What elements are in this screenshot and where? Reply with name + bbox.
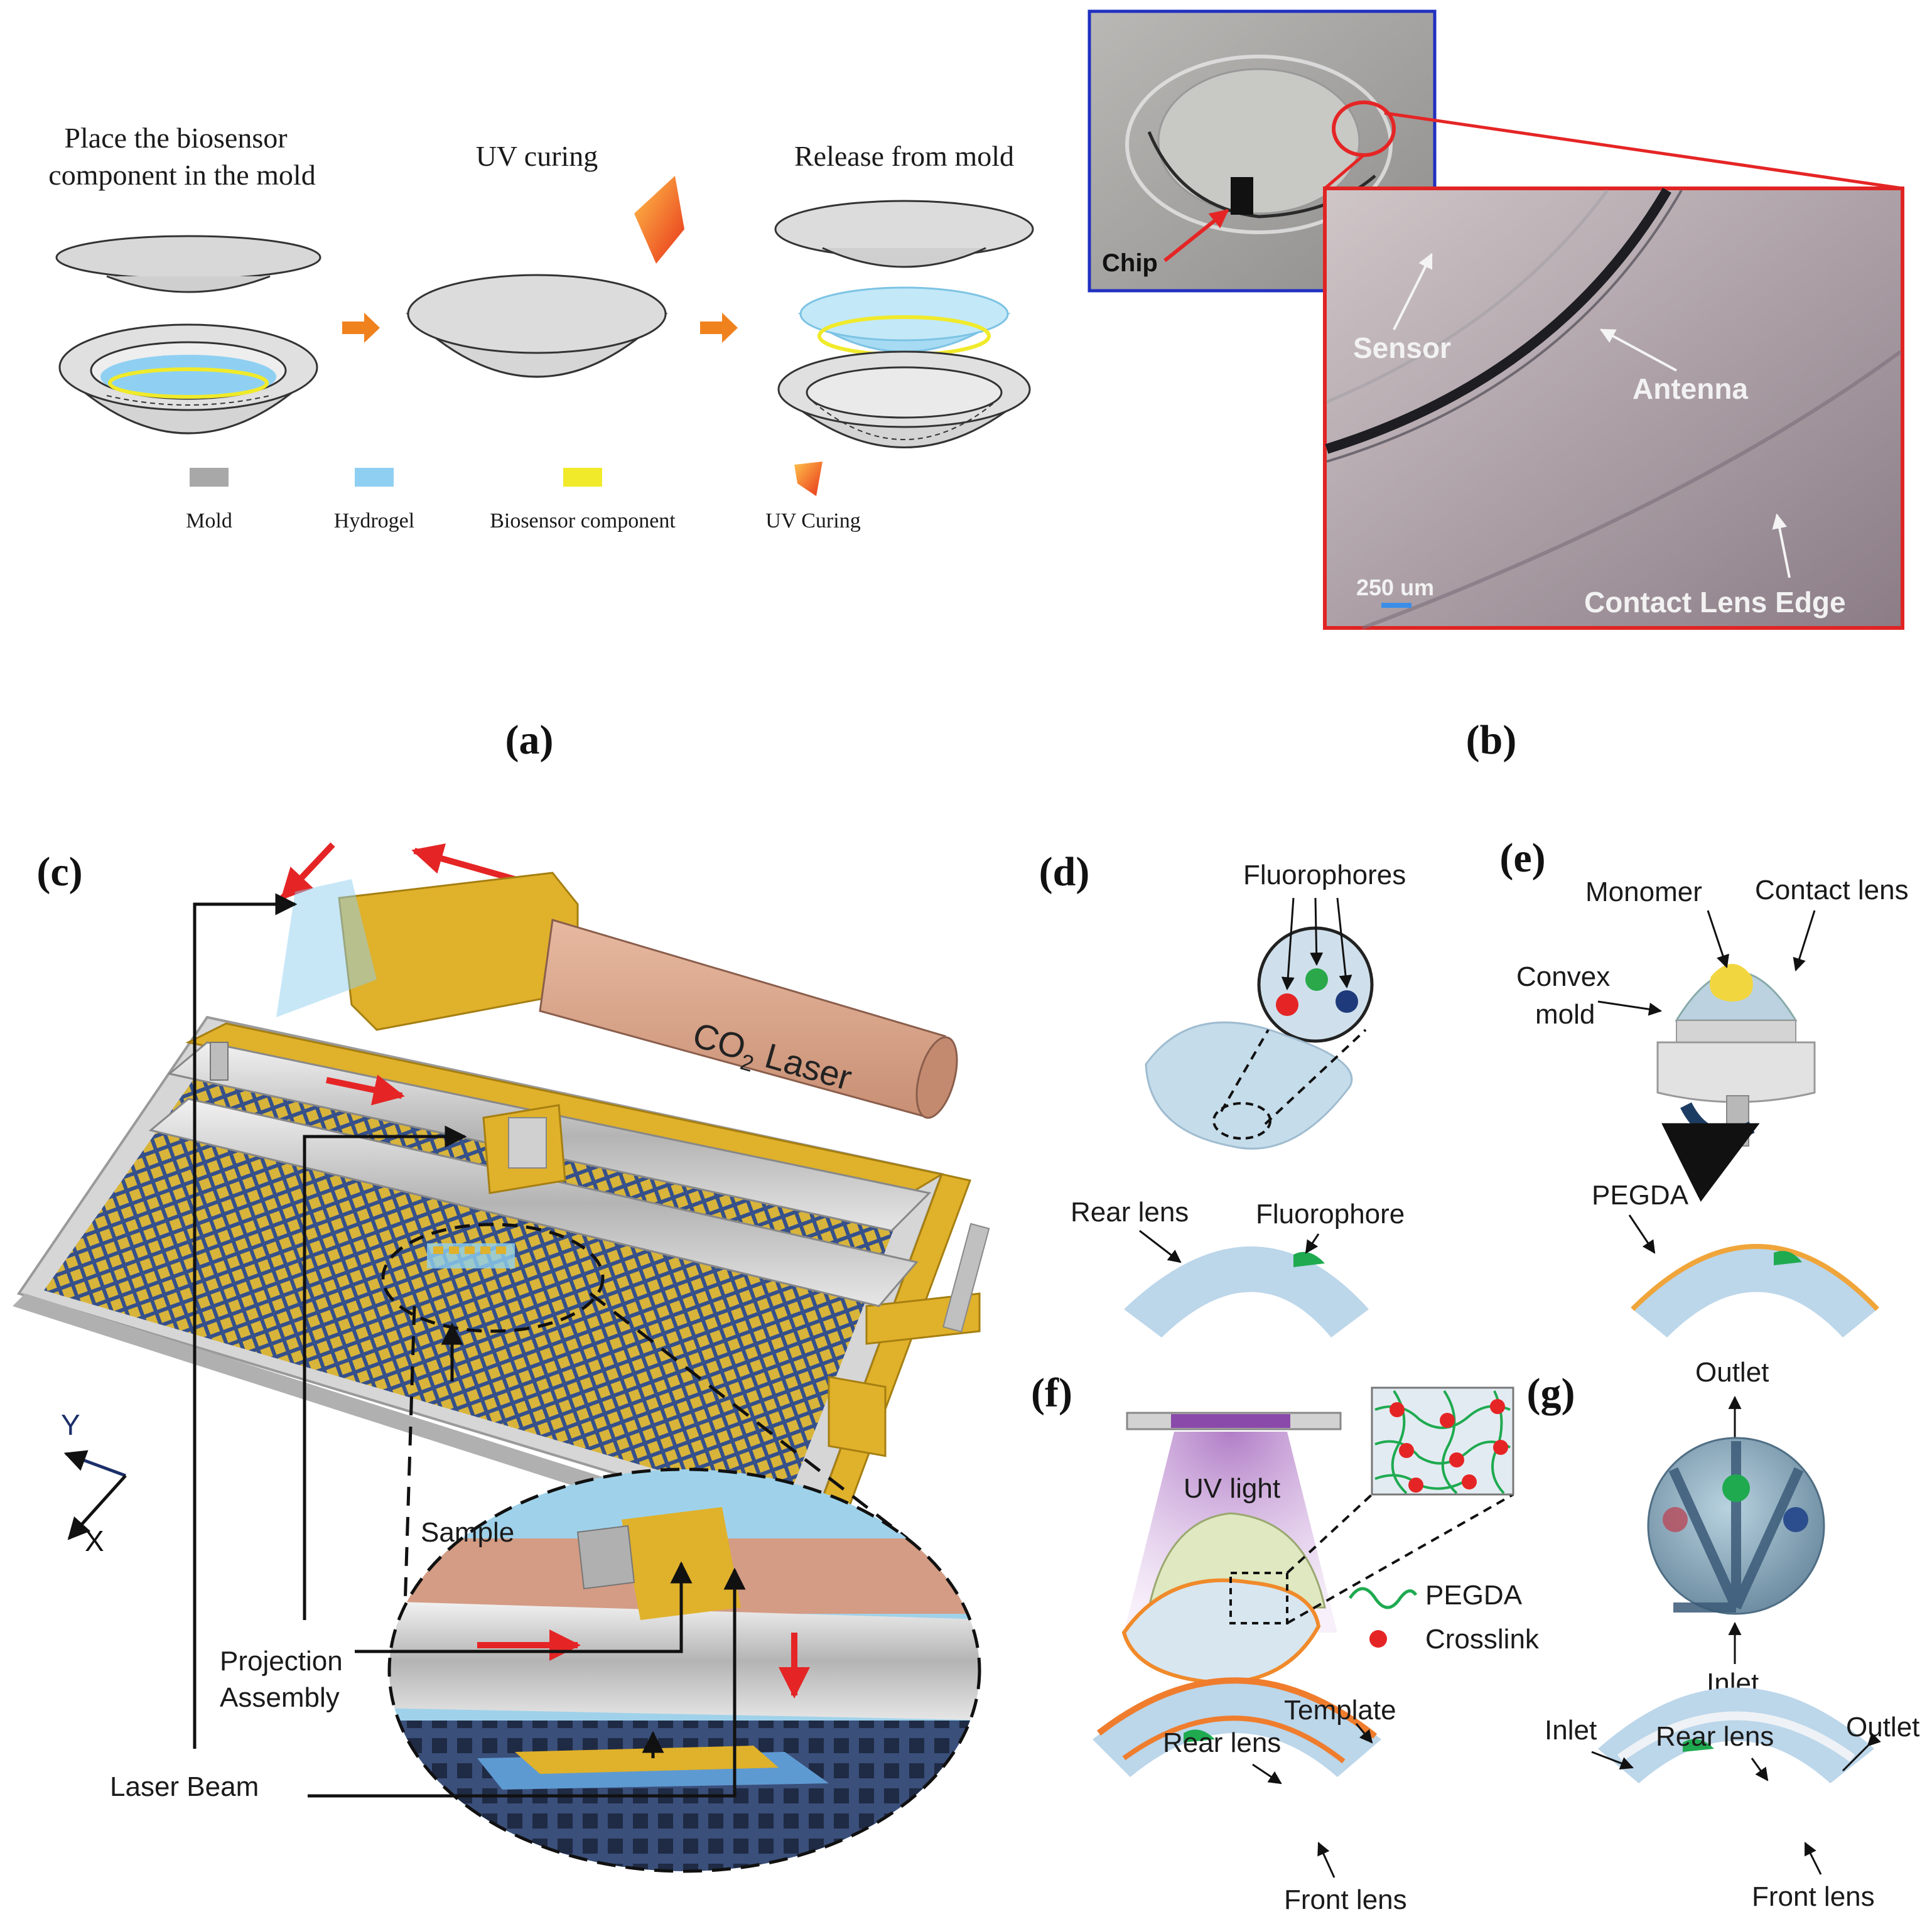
microfluidic-cross-section [1598, 1687, 1874, 1783]
panel-e: (e) Monomer Contact lens Convex mold PEG… [1499, 835, 1909, 1337]
panel-g-caption: (g) [1527, 1370, 1575, 1416]
panel-c-caption: (c) [36, 849, 82, 895]
lens-3d [1145, 1021, 1353, 1150]
mold-top-3 [774, 200, 1034, 268]
sample-label: Sample [421, 1517, 514, 1548]
antenna-label: Antenna [1632, 372, 1748, 405]
legend-uv-swatch [794, 462, 823, 496]
rotation-arrow-icon [1661, 1102, 1760, 1202]
co2-laser-tube: CO2 Laser [539, 919, 958, 1119]
fluorophores-label: Fluorophores [1243, 860, 1406, 890]
convex-mold [1656, 1041, 1816, 1103]
panel-c: (c) CO2 Laser [13, 842, 990, 1873]
motion-arrow-3 [325, 1074, 405, 1106]
panel-f: (f) UV light PEGDA Crosslink [1031, 1370, 1540, 1915]
legend-mold-swatch [190, 468, 229, 487]
legend-biosensor-label: Biosensor component [490, 509, 676, 532]
mold-bottom-3 [777, 350, 1031, 448]
chip-square [1231, 177, 1253, 215]
laser-beam-label: Laser Beam [110, 1771, 259, 1802]
pegda-legend-icon [1348, 1587, 1418, 1609]
panel-b: Chip Sensor Antenna 250 um Contact Lens … [1087, 9, 1904, 763]
scale-bar [1381, 603, 1411, 608]
rear-lens-label-g: Rear lens [1656, 1721, 1774, 1752]
convex-label-2: mold [1535, 999, 1595, 1030]
step1-title-line2: component in the mold [48, 159, 315, 191]
panel-d-caption: (d) [1039, 849, 1090, 895]
front-lens-label-g: Front lens [1752, 1881, 1875, 1912]
biosensor-ring [108, 367, 269, 399]
sensor-label: Sensor [1353, 332, 1451, 364]
panel-a: Place the biosensor component in the mol… [48, 122, 1034, 763]
pegda-label-e: PEGDA [1592, 1180, 1689, 1211]
outlet-label: Outlet [1846, 1712, 1919, 1743]
axes-icon: Y X [61, 1408, 127, 1557]
axis-y-label: Y [61, 1408, 80, 1441]
contact-lens-label: Contact lens [1755, 875, 1909, 905]
scale-label: 250 um [1356, 575, 1434, 600]
front-lens-label-f: Front lens [1284, 1884, 1407, 1915]
motion-arrow-1 [280, 842, 335, 900]
fluorophore-label-d: Fluorophore [1256, 1199, 1405, 1229]
lens-edge-label: Contact Lens Edge [1584, 586, 1846, 619]
panel-f-caption: (f) [1031, 1370, 1072, 1416]
legend-biosensor-swatch [563, 468, 602, 487]
arrow-orange-1 [342, 313, 380, 343]
panel-a-caption: (a) [505, 717, 554, 763]
zoom-inset [389, 1469, 979, 1871]
template-lens-3d [1121, 1578, 1321, 1685]
laser-beam-glow [276, 879, 377, 1017]
monomer-blob [1710, 964, 1753, 1002]
legend-hydrogel-label: Hydrogel [334, 509, 414, 532]
mold-top-1 [55, 235, 321, 293]
panel-b-caption: (b) [1466, 717, 1517, 763]
arrow-orange-2 [700, 313, 738, 343]
pegda-lens-cross-section [1632, 1246, 1877, 1337]
mold-bottom-1 [58, 323, 318, 435]
step2-title: UV curing [476, 140, 598, 172]
step3-title: Release from mold [794, 140, 1014, 172]
released-lens [797, 286, 1011, 357]
legend-hydrogel-swatch [355, 468, 394, 487]
rear-lens-label-d: Rear lens [1071, 1197, 1189, 1228]
gantry-rail-front [148, 1098, 919, 1307]
panel-d: (d) Fluorophores Rear lens Fluorophore [1039, 849, 1406, 1337]
inlet-label: Inlet [1545, 1715, 1597, 1746]
panel-e-caption: (e) [1499, 835, 1545, 881]
template-cross-section [1093, 1683, 1381, 1777]
legend-mold-label: Mold [186, 509, 232, 532]
focus-ellipse [381, 1223, 605, 1333]
zoom-ellipse [387, 1467, 981, 1873]
projection-label-2: Assembly [220, 1682, 340, 1713]
uv-lamp-icon [634, 176, 684, 264]
crosslink-legend-icon [1369, 1630, 1387, 1648]
pegda-label-f: PEGDA [1425, 1580, 1523, 1611]
rear-lens-label-f: Rear lens [1163, 1727, 1281, 1758]
legend-uv-label: UV Curing [765, 509, 860, 532]
projection-label-1: Projection [220, 1646, 343, 1677]
axis-x-label: X [85, 1525, 104, 1557]
template-label: Template [1284, 1695, 1396, 1726]
legend-a: Mold Hydrogel Biosensor component UV Cur… [186, 462, 861, 532]
chip-label: Chip [1102, 249, 1158, 277]
uv-light-label: UV light [1184, 1473, 1280, 1504]
crosslink-label: Crosslink [1425, 1624, 1540, 1655]
convex-label-1: Convex [1516, 961, 1610, 992]
panel-g: (g) Outlet Inlet Inlet Rear lens Outlet … [1527, 1357, 1920, 1912]
outlet-top-label: Outlet [1695, 1357, 1769, 1388]
step1-title-line1: Place the biosensor [64, 122, 287, 154]
lens-cured [406, 274, 668, 378]
rear-lens-cross-section [1124, 1246, 1369, 1337]
monomer-label: Monomer [1585, 877, 1702, 907]
hydrogel-layer [100, 355, 276, 399]
